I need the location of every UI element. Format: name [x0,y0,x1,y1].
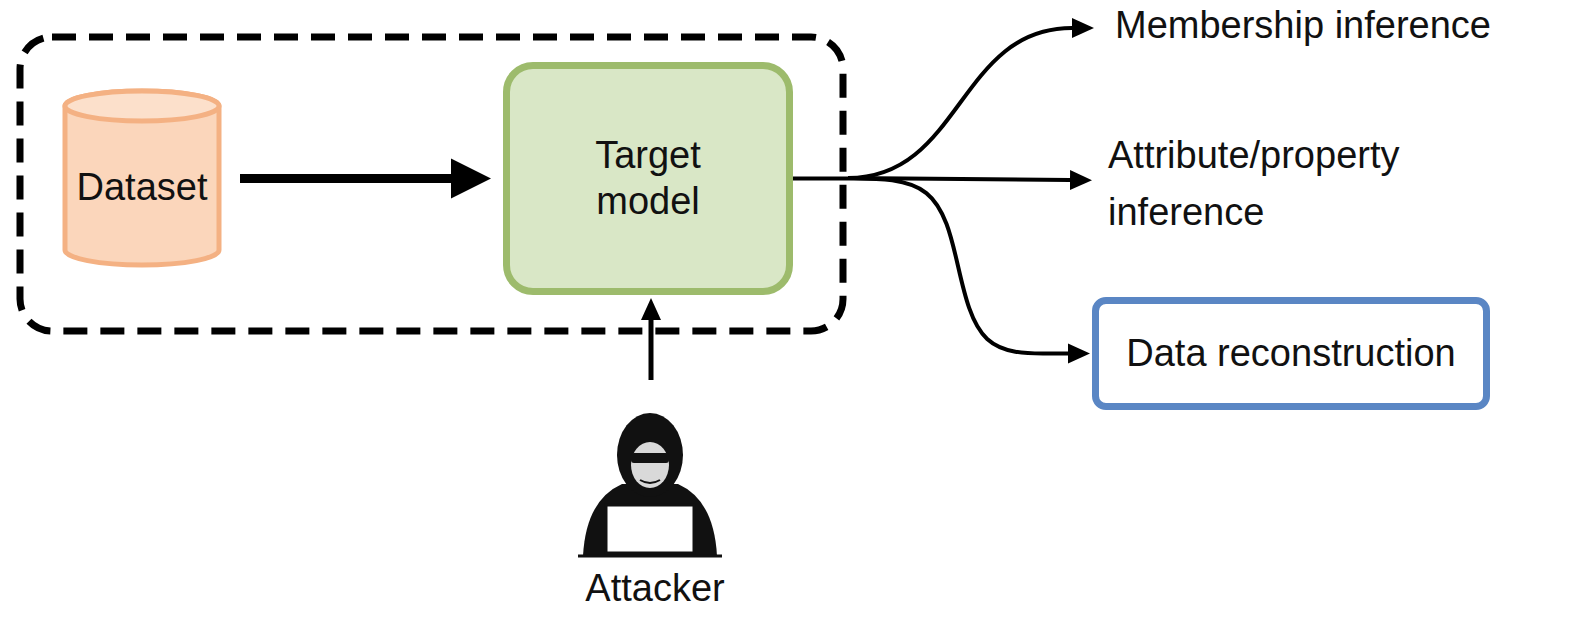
output-box: Data reconstruction [1092,297,1490,410]
actor-label: Attacker [550,566,760,612]
node-label: Data reconstruction [1126,331,1456,377]
flow-arrow [240,174,451,183]
system-boundary [20,37,843,331]
attack-label: Membership inference [1115,3,1575,49]
attack-arrow [649,320,654,380]
dataset-cylinder: Dataset [62,88,222,268]
flow-arrow [793,179,1068,354]
output-arrow [848,28,1072,178]
attack-label: Attribute/property inference [1108,127,1500,241]
model-box: Target model [503,62,793,295]
node-label: Target model [568,133,728,224]
node-label: Dataset [77,165,208,211]
attacker-icon [578,413,722,556]
